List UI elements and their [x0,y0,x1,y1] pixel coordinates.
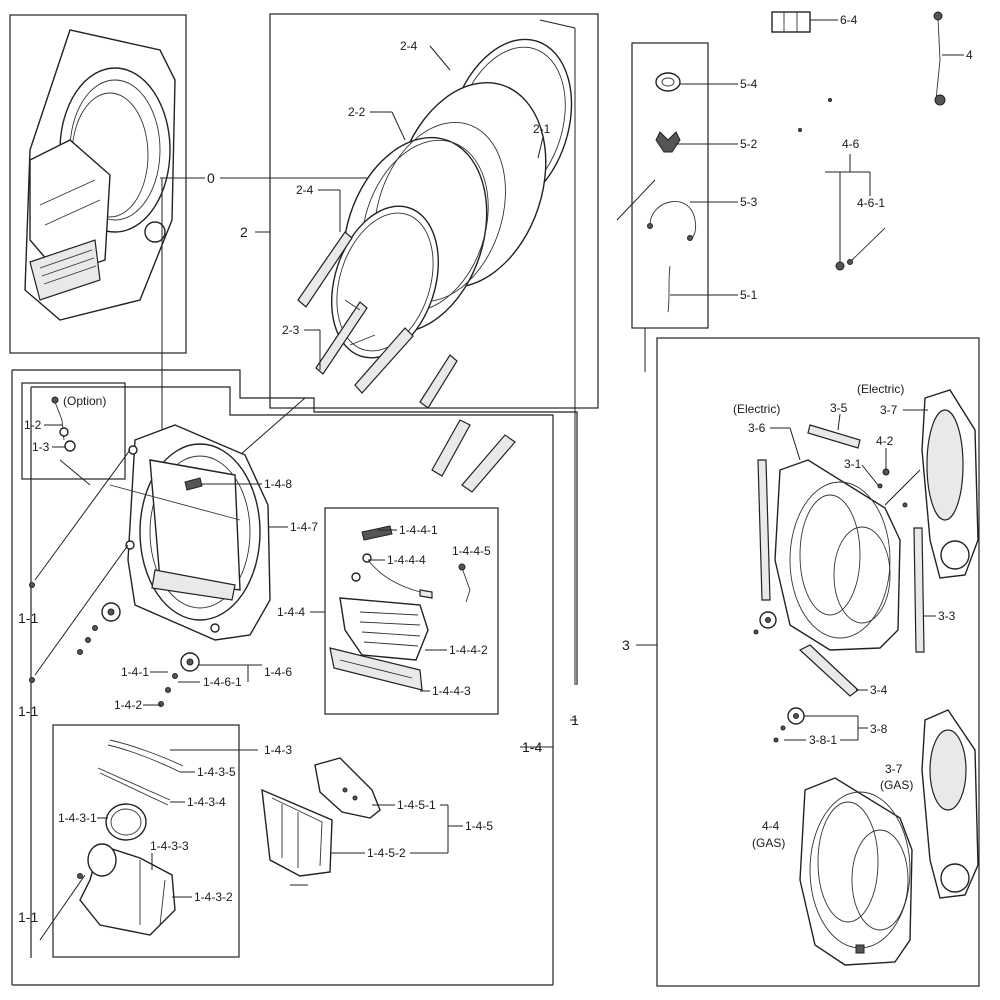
label-1-4-4: 1-4-4 [277,605,305,619]
label-electric-a: (Electric) [733,402,780,416]
label-1-4-4-4: 1-4-4-4 [387,553,426,567]
label-1-1-a: 1-1 [18,610,38,626]
label-1-4-3: 1-4-3 [264,743,292,757]
control-assembly [329,525,471,691]
label-2-2: 2-2 [348,105,366,119]
label-1-1-c: 1-1 [18,909,38,925]
option-frame [21,382,126,480]
hose-kit [647,72,697,313]
label-1-4-6: 1-4-6 [264,665,292,679]
front-assembly-frame [12,369,578,685]
label-1-4-1: 1-4-1 [121,665,149,679]
duct-assembly [79,739,184,936]
rear-panel-gas [799,777,913,966]
hose-kit-frame [631,42,709,329]
label-1-2: 1-2 [24,418,42,432]
label-4-4: 4-4 [762,819,780,833]
misc-parts [771,11,946,271]
rear-assembly-frame [656,337,980,987]
label-1-4-2: 1-4-2 [114,698,142,712]
label-3-8-1: 3-8-1 [809,733,837,747]
label-5-2: 5-2 [740,137,758,151]
heater-cover-gas [921,709,979,899]
label-1-4-5: 1-4-5 [465,819,493,833]
label-1-4-3-2: 1-4-3-2 [194,890,233,904]
label-1-4: 1-4 [522,739,542,755]
heater-cover-electric [921,389,979,579]
label-2: 2 [240,224,248,240]
label-1: 1 [571,712,579,728]
label-3: 3 [622,637,630,653]
label-1-4-3-4: 1-4-3-4 [187,795,226,809]
door-frame [31,386,554,985]
label-1-4-5-1: 1-4-5-1 [397,798,436,812]
loose-lifters [431,419,516,493]
label-2-4-left: 2-4 [296,183,314,197]
label-3-7-gas: 3-7 [885,762,903,776]
label-1-4-4-3: 1-4-4-3 [432,684,471,698]
label-1-4-6-1: 1-4-6-1 [203,675,242,689]
label-gas-a: (GAS) [880,778,913,792]
label-1-4-7: 1-4-7 [290,520,318,534]
label-3-8: 3-8 [870,722,888,736]
label-3-6: 3-6 [748,421,766,435]
drum-lifters [297,231,458,409]
drum-frame [269,13,599,409]
control-frame [324,507,499,715]
duct-frame [52,724,240,958]
label-2-3: 2-3 [282,323,300,337]
label-5-4: 5-4 [740,77,758,91]
label-5-3: 5-3 [740,195,758,209]
label-1-4-3-3: 1-4-3-3 [150,839,189,853]
label-1-4-3-5: 1-4-3-5 [197,765,236,779]
label-3-4: 3-4 [870,683,888,697]
label-1-4-5-2: 1-4-5-2 [367,846,406,860]
label-6-4: 6-4 [840,13,858,27]
label-2-1: 2-1 [533,122,551,136]
frames [9,13,980,987]
label-1-4-4-5: 1-4-4-5 [452,544,491,558]
label-4-6: 4-6 [842,137,860,151]
drum-assembly [297,38,573,409]
cabinet-frame [9,14,187,354]
cabinet-assembly [24,29,176,321]
label-3-1: 3-1 [844,457,862,471]
label-3-3: 3-3 [938,609,956,623]
label-option: (Option) [63,394,106,408]
label-5-1: 5-1 [740,288,758,302]
rear-panel-electric [753,424,925,697]
filter-assembly [261,757,381,886]
label-4: 4 [966,48,973,62]
label-1-4-4-2: 1-4-4-2 [449,643,488,657]
label-3-7-electric: 3-7 [880,403,898,417]
rear-roller-parts [773,707,805,743]
label-1-4-3-1: 1-4-3-1 [58,811,97,825]
label-electric-b: (Electric) [857,382,904,396]
label-4-6-1: 4-6-1 [857,196,885,210]
label-1-4-8: 1-4-8 [264,477,292,491]
label-4-2: 4-2 [876,434,894,448]
label-0: 0 [207,170,215,186]
front-panel-assembly [29,424,271,707]
label-2-4-top: 2-4 [400,39,418,53]
label-gas-b: (GAS) [752,836,785,850]
label-1-4-4-1: 1-4-4-1 [399,523,438,537]
label-1-1-b: 1-1 [18,703,38,719]
option-parts [51,396,76,452]
label-1-3: 1-3 [32,440,50,454]
label-3-5: 3-5 [830,401,848,415]
